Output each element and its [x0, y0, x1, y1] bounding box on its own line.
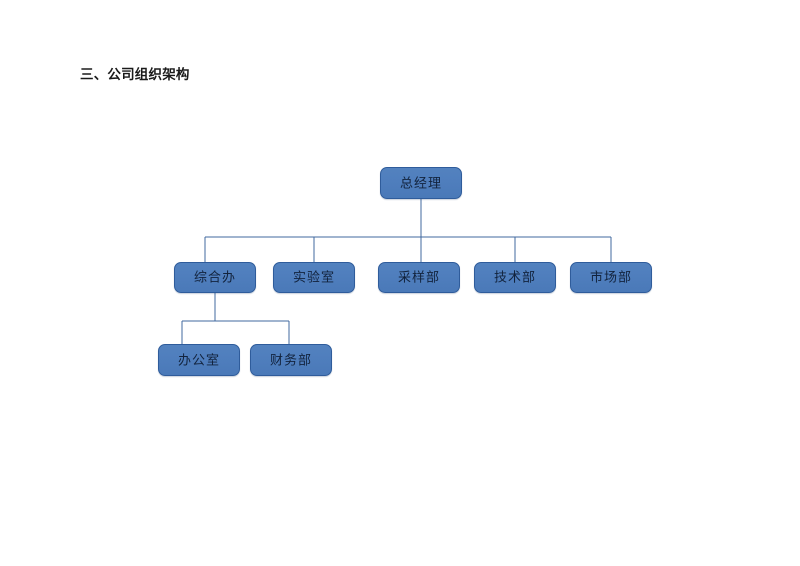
org-node-label: 实验室 — [292, 269, 335, 285]
page-title: 三、公司组织架构 — [80, 67, 190, 82]
org-node-office[interactable]: 办公室 — [158, 344, 240, 376]
org-node-label: 市场部 — [589, 269, 632, 285]
org-node-sampling-department[interactable]: 采样部 — [378, 262, 460, 293]
org-node-label: 技术部 — [493, 269, 536, 285]
org-node-finance-department[interactable]: 财务部 — [250, 344, 332, 376]
org-node-label: 采样部 — [397, 269, 440, 285]
org-node-label: 办公室 — [177, 352, 220, 367]
org-node-general-affairs-office[interactable]: 综合办 — [174, 262, 256, 293]
org-node-marketing-department[interactable]: 市场部 — [570, 262, 652, 293]
org-node-label: 财务部 — [269, 352, 312, 367]
org-node-label: 综合办 — [193, 269, 236, 285]
org-node-technical-department[interactable]: 技术部 — [474, 262, 556, 293]
org-node-laboratory[interactable]: 实验室 — [273, 262, 355, 293]
org-node-general-manager[interactable]: 总经理 — [380, 167, 462, 199]
org-node-label: 总经理 — [399, 175, 442, 190]
